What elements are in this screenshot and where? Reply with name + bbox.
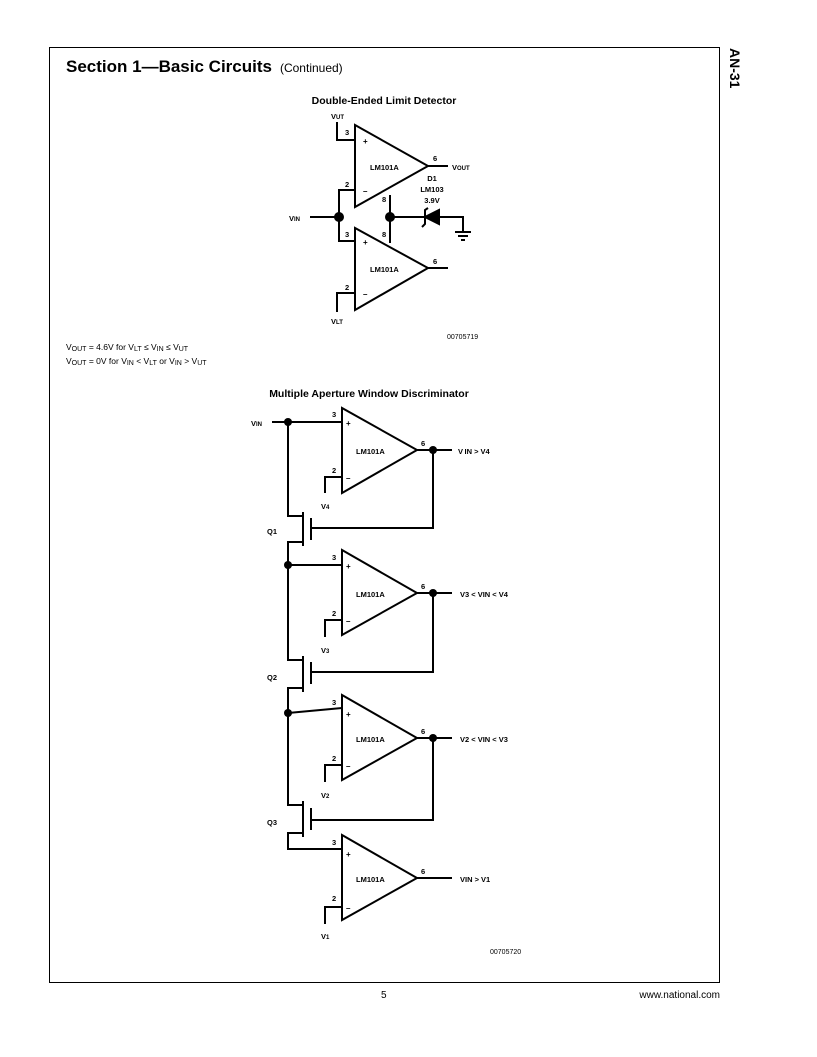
svg-text:–: – <box>346 617 351 626</box>
svg-text:3: 3 <box>332 698 336 707</box>
svg-text:LM101A: LM101A <box>356 590 385 599</box>
svg-text:2: 2 <box>345 283 349 292</box>
svg-text:LM101A: LM101A <box>356 447 385 456</box>
svg-text:6: 6 <box>421 439 425 448</box>
svg-text:V2: V2 <box>321 791 330 800</box>
page-frame <box>49 47 720 983</box>
svg-text:VIN: VIN <box>251 419 262 428</box>
output-label: V IN > V4 <box>458 447 491 456</box>
svg-text:–: – <box>346 904 351 913</box>
section-title: Section 1—Basic Circuits <box>66 57 272 76</box>
svg-text:Q1: Q1 <box>267 527 277 536</box>
svg-text:V1: V1 <box>321 932 330 941</box>
svg-text:+: + <box>346 419 351 428</box>
section-header: Section 1—Basic Circuits (Continued) <box>66 57 343 77</box>
svg-text:VLT: VLT <box>331 317 343 326</box>
continued-label: (Continued) <box>279 61 343 75</box>
svg-text:3.9V: 3.9V <box>424 196 439 205</box>
svg-text:3: 3 <box>332 838 336 847</box>
svg-text:6: 6 <box>433 257 437 266</box>
equation-1: VOUT = 4.6V for VLT ≤ VIN ≤ VUT <box>66 342 189 353</box>
double-ended-limit-detector: Double-Ended Limit Detector + – + – LM101A… <box>289 95 478 341</box>
svg-text:8: 8 <box>382 195 386 204</box>
equation-2: VOUT = 0V for VIN < VLT or VIN > VUT <box>66 356 207 367</box>
svg-text:Q2: Q2 <box>267 673 277 682</box>
svg-text:Q3: Q3 <box>267 818 277 827</box>
svg-text:LM101A: LM101A <box>356 875 385 884</box>
svg-text:6: 6 <box>421 727 425 736</box>
svg-text:3: 3 <box>332 410 336 419</box>
output-label: V2 < VIN < V3 <box>460 735 508 744</box>
opamp-top <box>354 123 431 209</box>
window-discriminator: Multiple Aperture Window Discriminator <box>251 388 521 956</box>
svg-text:VUT: VUT <box>331 112 344 121</box>
svg-text:3: 3 <box>345 128 349 137</box>
svg-text:6: 6 <box>421 867 425 876</box>
svg-text:D1: D1 <box>427 174 437 183</box>
page-number: 5 <box>381 990 387 1001</box>
svg-text:2: 2 <box>332 894 336 903</box>
figure-title: Double-Ended Limit Detector <box>312 95 457 107</box>
figure-title: Multiple Aperture Window Discriminator <box>269 388 469 400</box>
svg-text:–: – <box>363 290 368 299</box>
svg-text:LM101A: LM101A <box>370 265 399 274</box>
svg-text:V4: V4 <box>321 502 330 511</box>
svg-text:+: + <box>363 238 368 247</box>
svg-text:VOUT: VOUT <box>452 163 470 172</box>
svg-text:LM103: LM103 <box>420 185 443 194</box>
svg-text:LM101A: LM101A <box>370 163 399 172</box>
figure-id: 00705720 <box>490 949 521 956</box>
svg-text:6: 6 <box>421 582 425 591</box>
figure-id: 00705719 <box>447 334 478 341</box>
svg-text:–: – <box>346 762 351 771</box>
svg-text:+: + <box>346 710 351 719</box>
svg-text:8: 8 <box>382 230 386 239</box>
svg-text:2: 2 <box>345 180 349 189</box>
svg-text:3: 3 <box>345 230 349 239</box>
output-label: VIN > V1 <box>460 875 490 884</box>
zener-diode-icon <box>422 208 440 226</box>
output-label: V3 < VIN < V4 <box>460 590 509 599</box>
svg-text:2: 2 <box>332 466 336 475</box>
svg-text:+: + <box>346 850 351 859</box>
svg-text:3: 3 <box>332 553 336 562</box>
svg-text:2: 2 <box>332 754 336 763</box>
svg-text:2: 2 <box>332 609 336 618</box>
svg-text:+: + <box>363 137 368 146</box>
svg-text:V3: V3 <box>321 646 330 655</box>
svg-text:–: – <box>346 474 351 483</box>
svg-text:+: + <box>346 562 351 571</box>
svg-text:–: – <box>363 187 368 196</box>
svg-text:VIN: VIN <box>289 214 300 223</box>
svg-text:LM101A: LM101A <box>356 735 385 744</box>
svg-text:6: 6 <box>433 154 437 163</box>
opamp-bottom <box>354 226 431 312</box>
footer-url[interactable]: www.national.com <box>639 990 720 1001</box>
